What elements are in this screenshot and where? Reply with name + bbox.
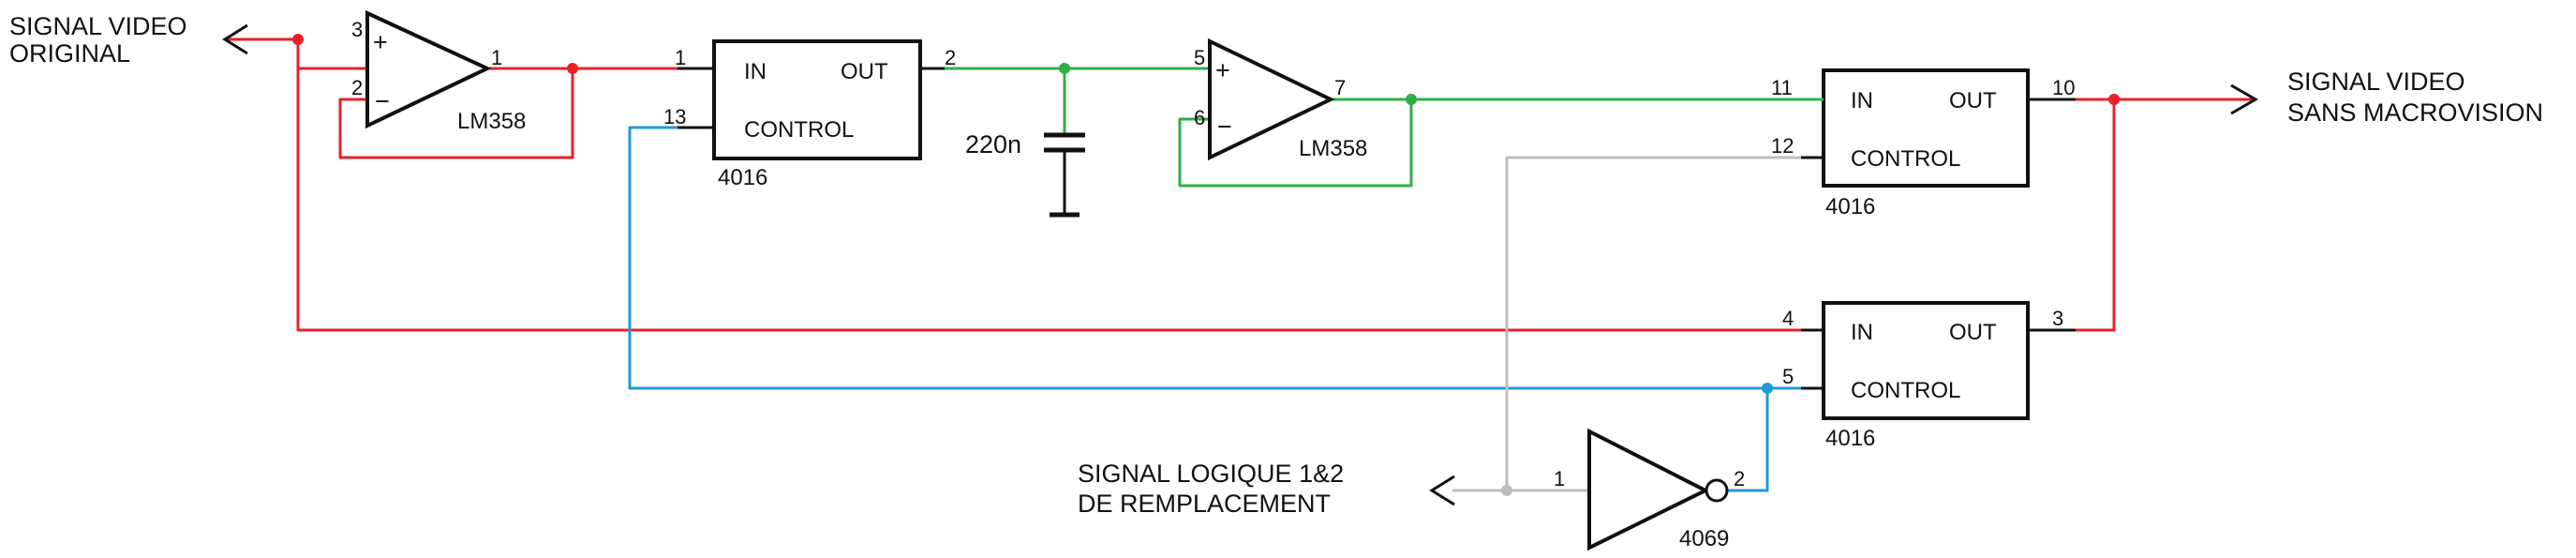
switch-3-pin-in: 4 — [1782, 307, 1794, 330]
switch-1-name: 4016 — [718, 165, 767, 190]
capacitor-220n: 220n — [965, 130, 1085, 218]
switch-3-name: 4016 — [1825, 426, 1875, 451]
input-signal-label-2: ORIGINAL — [9, 39, 130, 68]
inverter-triangle — [1587, 428, 1710, 551]
opamp-2-plus-sign: + — [1215, 56, 1230, 84]
switch-1-control-label: CONTROL — [744, 117, 854, 143]
junction-dot — [292, 34, 304, 45]
switch-1: IN OUT CONTROL 1 13 2 4016 — [663, 39, 956, 190]
switch-2-pin-control: 12 — [1771, 134, 1794, 158]
switch-3-out-label: OUT — [1949, 320, 1997, 345]
opamp-2: + − 5 6 7 LM358 — [1194, 38, 1367, 161]
switch-1-body — [712, 39, 922, 160]
opamp-2-name: LM358 — [1299, 136, 1367, 161]
opamp-1-name: LM358 — [457, 109, 526, 134]
inverter-4069: 1 2 4069 — [1554, 428, 1745, 551]
logic-signal-label: SIGNAL LOGIQUE 1&2 — [1078, 460, 1344, 488]
opamp-1: + − 3 2 1 LM358 — [351, 9, 526, 134]
opamp-1-pin-out: 1 — [491, 46, 502, 69]
switch-1-in-label: IN — [744, 59, 767, 84]
switch-2-in-label: IN — [1851, 88, 1873, 113]
switch-1-out-label: OUT — [841, 59, 888, 84]
opamp-1-plus-sign: + — [373, 28, 388, 56]
wire-filtered-signal — [945, 67, 1801, 188]
switch-2-pin-in: 11 — [1771, 76, 1793, 99]
switch-3-in-label: IN — [1851, 320, 1873, 345]
switch-2-pin-out: 10 — [2052, 76, 2075, 99]
inverter-name: 4069 — [1679, 526, 1729, 551]
inverter-bubble — [1705, 478, 1729, 503]
junction-dot — [1406, 94, 1417, 105]
opamp-1-pin-minus: 2 — [351, 76, 363, 99]
switch-1-pin-in: 1 — [675, 46, 686, 69]
opamp-2-minus-sign: − — [1217, 113, 1232, 141]
wire-control-b — [1452, 156, 1801, 492]
logic-signal-label-2: DE REMPLACEMENT — [1078, 490, 1331, 518]
switch-2: IN OUT CONTROL 11 12 10 4016 — [1771, 68, 2076, 219]
switch-3-body — [1822, 301, 2030, 420]
output-signal-label: SIGNAL VIDEO — [2287, 68, 2465, 96]
output-arrow-icon — [2230, 83, 2259, 115]
switch-2-control-label: CONTROL — [1851, 146, 1960, 172]
switch-1-pin-control: 13 — [663, 105, 686, 128]
switch-2-body — [1822, 68, 2030, 188]
junction-dot — [2108, 94, 2120, 105]
switch-3: IN OUT CONTROL 4 5 3 4016 — [1782, 301, 2076, 451]
switch-2-out-label: OUT — [1949, 88, 1997, 113]
switch-1-pin-out: 2 — [945, 46, 956, 69]
wire-control-a — [628, 126, 1801, 492]
switch-3-pin-out: 3 — [2052, 307, 2063, 330]
capacitor-value: 220n — [965, 130, 1021, 158]
wire-video-original — [225, 38, 2254, 332]
logic-arrow-icon — [1429, 475, 1455, 506]
opamp-1-minus-sign: − — [375, 87, 390, 115]
switch-3-pin-control: 5 — [1782, 365, 1794, 388]
input-arrow-icon — [222, 23, 248, 55]
switch-2-name: 4016 — [1825, 194, 1875, 219]
opamp-2-pin-out: 7 — [1334, 76, 1346, 99]
junction-dot — [1059, 63, 1070, 74]
opamp-1-triangle — [365, 9, 492, 129]
junction-dot — [1762, 383, 1773, 394]
opamp-2-pin-plus: 5 — [1194, 46, 1205, 69]
input-signal-label: SIGNAL VIDEO — [9, 12, 187, 40]
inverter-pin-in: 1 — [1554, 467, 1565, 490]
opamp-2-pin-minus: 6 — [1194, 106, 1205, 129]
junction-dot — [1501, 485, 1512, 496]
opamp-2-triangle — [1208, 38, 1335, 161]
junction-dot — [567, 63, 578, 74]
output-signal-label-2: SANS MACROVISION — [2287, 98, 2543, 127]
inverter-pin-out: 2 — [1734, 467, 1745, 490]
switch-3-control-label: CONTROL — [1851, 378, 1960, 403]
opamp-1-pin-plus: 3 — [351, 18, 363, 41]
